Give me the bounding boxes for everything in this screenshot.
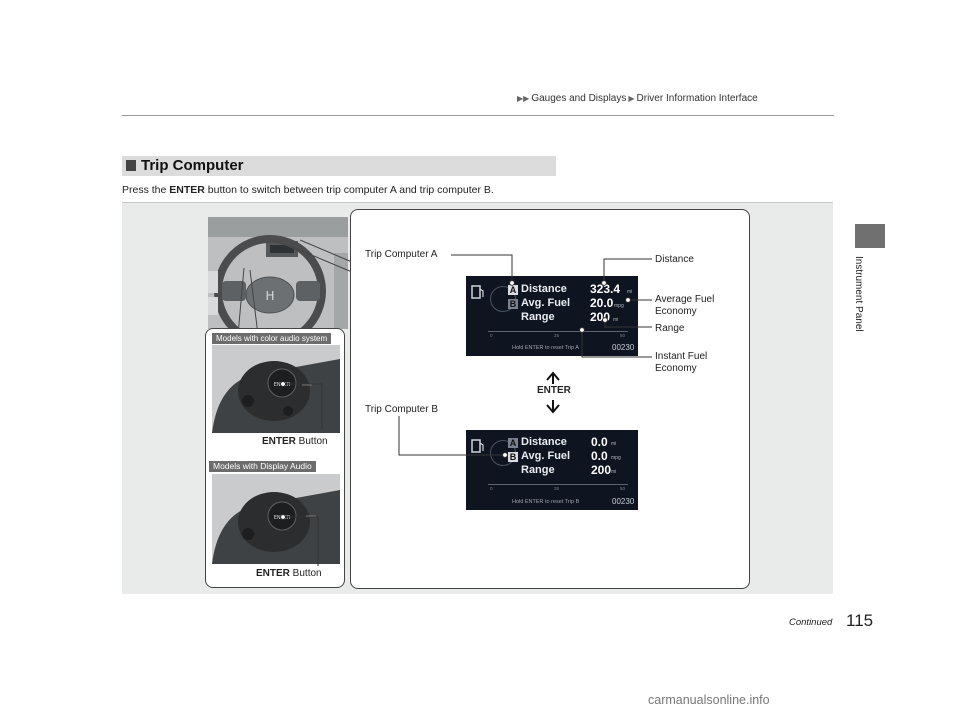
trip-computer-b-screen: A B Distance Avg. Fuel Range 0.0 0.0 200… (466, 430, 638, 510)
range-unit: mi (613, 317, 619, 323)
chapter-tab[interactable] (855, 224, 885, 248)
range-unit: mi (611, 469, 617, 475)
distance-value: 323.4 (590, 282, 621, 296)
intro-text: Press the ENTER button to switch between… (122, 184, 494, 196)
odometer: 00230 (612, 343, 635, 352)
enter-button-label: ENTER Button (256, 568, 322, 579)
distance-value: 0.0 (591, 435, 608, 449)
logo-icon: H (265, 289, 274, 303)
double-arrow-icon: ▶▶ (517, 94, 530, 103)
scale-tick: 0 (490, 486, 493, 491)
model-tag-color-audio: Models with color audio system (212, 333, 332, 344)
toggle-arrows-icon (546, 371, 560, 414)
trip-b-badge: B (508, 452, 518, 462)
steering-wheel-photo: H (208, 217, 348, 329)
range-row-label: Range (521, 464, 555, 476)
avg-fuel-unit: mpg (614, 303, 624, 309)
trip-computer-b-callout: Trip Computer B (365, 404, 438, 415)
avg-fuel-value: 20.0 (590, 296, 614, 310)
breadcrumb: ▶▶Gauges and Displays▶Driver Information… (515, 93, 758, 104)
scale-tick: 25 (554, 486, 560, 491)
fuel-pump-icon (471, 285, 484, 299)
range-callout: Range (655, 323, 685, 334)
trip-computer-box (350, 209, 750, 589)
steering-buttons-icon (222, 281, 246, 301)
range-row-label: Range (521, 311, 555, 323)
range-value: 200 (591, 463, 612, 477)
scale-tick: 25 (554, 333, 560, 338)
arrow-icon: ▶ (628, 94, 635, 103)
reset-hint: Hold ENTER to reset Trip B (512, 499, 580, 505)
distance-callout: Distance (655, 254, 694, 265)
trip-a-badge: A (508, 285, 518, 295)
watermark: carmanualsonline.info (648, 693, 770, 707)
avg-fuel-unit: mpg (611, 455, 621, 461)
instant-fuel-bar (488, 331, 628, 332)
scale-tick: 0 (490, 333, 493, 338)
page-number: 115 (846, 611, 874, 630)
reset-hint: Hold ENTER to reset Trip A (512, 345, 579, 351)
avg-fuel-value: 0.0 (591, 449, 608, 463)
trip-computer-a-screen: A B Distance Avg. Fuel Range 323.4 20.0 … (466, 276, 638, 356)
trip-a-badge: A (508, 438, 518, 448)
scale-tick: 50 (620, 333, 626, 338)
continued-note: Continued (789, 617, 833, 628)
odometer: 00230 (612, 497, 635, 506)
distance-row-label: Distance (521, 283, 567, 295)
distance-unit: mi (627, 289, 633, 295)
avg-fuel-row-label: Avg. Fuel (521, 297, 571, 309)
section-heading: Trip Computer (122, 156, 556, 176)
breadcrumb-item[interactable]: Driver Information Interface (636, 93, 758, 104)
color-audio-buttons-photo: ENTER (212, 345, 340, 433)
header-divider (122, 115, 834, 116)
display-audio-buttons-photo: ENTER (212, 474, 340, 564)
enter-toggle-label: ENTER (537, 385, 571, 396)
distance-row-label: Distance (521, 436, 567, 448)
instant-fuel-bar (488, 484, 628, 485)
enter-button-label: ENTER Button (262, 436, 328, 447)
scale-tick: 50 (620, 486, 626, 491)
trip-b-badge: B (508, 299, 518, 309)
home-icon (283, 406, 293, 416)
model-tag-display-audio: Models with Display Audio (209, 461, 316, 472)
breadcrumb-item[interactable]: Gauges and Displays (531, 93, 627, 104)
square-bullet-icon (126, 160, 136, 171)
avg-fuel-row-label: Avg. Fuel (521, 450, 571, 462)
section-title: Trip Computer (141, 157, 244, 174)
trip-computer-a-callout: Trip Computer A (365, 249, 438, 260)
distance-unit: mi (611, 441, 617, 447)
fuel-pump-icon (471, 439, 484, 453)
